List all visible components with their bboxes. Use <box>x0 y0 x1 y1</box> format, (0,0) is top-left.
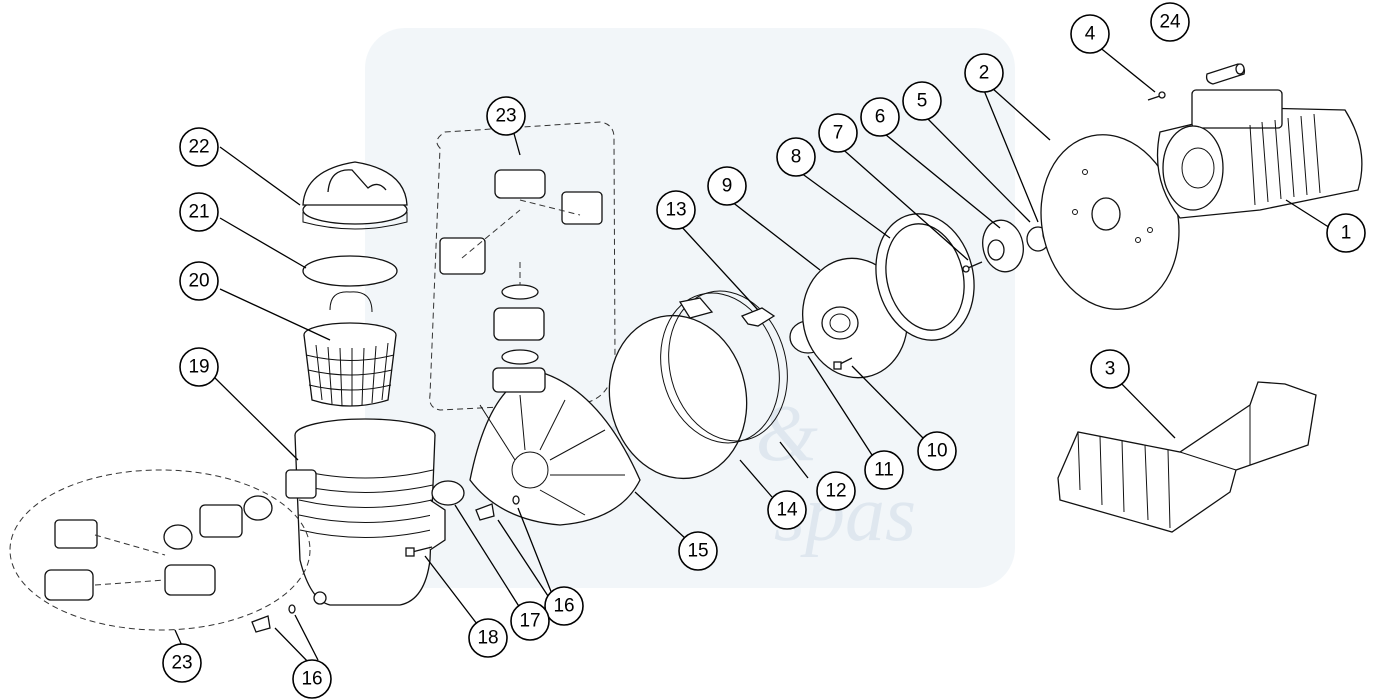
callout-10: 10 <box>917 431 957 471</box>
part-housing-screw <box>405 546 433 557</box>
callout-label-23-left: 23 <box>171 653 192 674</box>
callout-3: 3 <box>1090 349 1130 389</box>
callout-15: 15 <box>678 531 718 571</box>
callout-label-14: 14 <box>776 500 798 521</box>
callout-2: 2 <box>964 53 1004 93</box>
callout-21: 21 <box>179 192 219 232</box>
callout-11: 11 <box>864 450 904 490</box>
callout-label-21: 21 <box>188 202 209 223</box>
callout-label-20: 20 <box>188 271 209 292</box>
callout-label-16-left: 16 <box>301 669 322 690</box>
callout-label-7: 7 <box>833 123 844 144</box>
callout-8: 8 <box>776 137 816 177</box>
callout-23-center: 23 <box>486 96 526 136</box>
leader-lines <box>174 45 1339 667</box>
callout-label-19: 19 <box>188 357 209 378</box>
part-diffuser-oring <box>431 480 465 506</box>
part-impeller-screw <box>962 261 983 273</box>
part-union-fittings-left <box>9 469 311 631</box>
part-motor-base <box>1057 381 1317 533</box>
callout-label-13: 13 <box>665 200 686 221</box>
callout-label-18: 18 <box>477 628 498 649</box>
callout-label-2: 2 <box>979 63 990 84</box>
part-strainer-housing <box>285 418 446 606</box>
part-volute <box>469 367 641 526</box>
callout-label-24: 24 <box>1159 12 1181 33</box>
callout-7: 7 <box>818 113 858 153</box>
callout-label-16-center: 16 <box>553 596 574 617</box>
part-clamp <box>660 290 788 444</box>
callout-label-11: 11 <box>874 460 894 481</box>
callout-9: 9 <box>707 166 747 206</box>
callout-label-17: 17 <box>519 611 540 632</box>
callout-label-10: 10 <box>926 441 947 462</box>
callout-14: 14 <box>767 490 807 530</box>
part-union-fittings-center <box>429 121 616 411</box>
callout-20: 20 <box>179 261 219 301</box>
callout-16-center: 16 <box>544 586 584 626</box>
callout-17: 17 <box>510 601 550 641</box>
part-motor <box>1156 89 1363 219</box>
callout-19: 19 <box>179 347 219 387</box>
callout-12: 12 <box>816 471 856 511</box>
callout-label-22: 22 <box>188 137 209 158</box>
part-seal-plate <box>875 213 975 341</box>
part-drain-plug-left <box>251 604 296 633</box>
callout-5: 5 <box>902 81 942 121</box>
part-motor-flange <box>1040 134 1180 310</box>
callout-label-23-center: 23 <box>495 106 516 127</box>
callout-22: 22 <box>179 127 219 167</box>
callout-18: 18 <box>468 618 508 658</box>
callout-16-left: 16 <box>292 659 332 699</box>
callout-label-5: 5 <box>917 91 928 112</box>
part-impeller <box>982 219 1024 273</box>
callout-label-6: 6 <box>875 107 886 128</box>
callout-label-15: 15 <box>687 541 708 562</box>
callout-label-12: 12 <box>825 481 846 502</box>
part-drain-plug-center <box>475 495 520 521</box>
part-motor-screw <box>1147 91 1166 101</box>
part-lid-oring <box>302 255 398 287</box>
callout-label-8: 8 <box>791 147 802 168</box>
callout-23-left: 23 <box>162 643 202 683</box>
callout-label-4: 4 <box>1085 24 1096 45</box>
part-basket <box>303 291 397 407</box>
callout-13: 13 <box>656 190 696 230</box>
callout-24: 24 <box>1150 2 1190 42</box>
callout-1: 1 <box>1326 213 1366 253</box>
part-clamp-knob <box>740 307 776 327</box>
callout-label-3: 3 <box>1105 359 1116 380</box>
callout-label-1: 1 <box>1341 223 1352 244</box>
callout-label-9: 9 <box>722 176 733 197</box>
callout-6: 6 <box>860 97 900 137</box>
callout-4: 4 <box>1070 14 1110 54</box>
part-lid <box>302 161 408 230</box>
part-diffuser-screw <box>833 357 853 370</box>
part-capacitor <box>1205 63 1246 85</box>
